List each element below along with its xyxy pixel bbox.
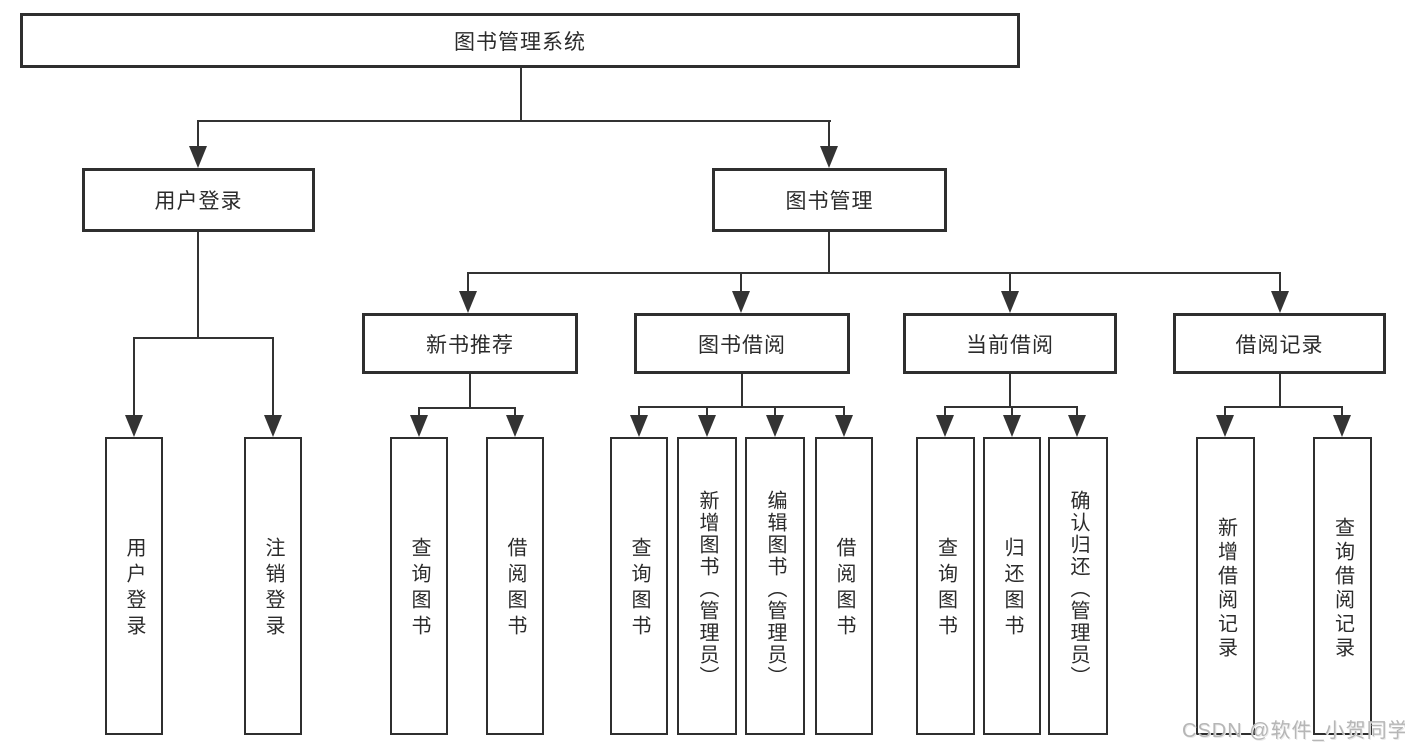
book-mgmt-stem-line (828, 232, 830, 274)
user-login-branch-line (133, 337, 274, 339)
arrowhead-bb-edit (766, 415, 784, 437)
new-book-rec-branch-line (418, 407, 516, 409)
arrowhead-nb-query (410, 415, 428, 437)
arrow-line-book-mgmt (828, 120, 830, 150)
arrowhead-book-borrow (732, 291, 750, 313)
root-branch-line (197, 120, 831, 122)
arrow-line-br-query (1341, 406, 1343, 419)
arrow-line-bb-add (706, 406, 708, 419)
borrow-records-stem-line (1279, 374, 1281, 408)
arrowhead-nb-borrow (506, 415, 524, 437)
node-br-query-record: 查询借阅记录 (1313, 437, 1372, 735)
node-current-borrow: 当前借阅 (903, 313, 1117, 374)
arrow-line-ul-user-login (133, 337, 135, 419)
user-login-stem-line (197, 232, 199, 339)
arrow-line-new-book-rec (467, 272, 469, 296)
node-cb-return-books: 归还图书 (983, 437, 1041, 735)
node-nb-query-books: 查询图书 (390, 437, 448, 735)
arrow-line-user-login (197, 120, 199, 150)
arrowhead-ul-logout (264, 415, 282, 437)
node-cb-query-books: 查询图书 (916, 437, 975, 735)
arrowhead-br-add (1216, 415, 1234, 437)
arrow-line-bb-edit (774, 406, 776, 419)
arrow-line-nb-borrow (514, 407, 516, 419)
node-ul-user-login: 用户登录 (105, 437, 163, 735)
arrow-line-ul-logout (272, 337, 274, 419)
node-book-borrow: 图书借阅 (634, 313, 850, 374)
node-book-mgmt: 图书管理 (712, 168, 947, 232)
arrowhead-book-mgmt (820, 146, 838, 168)
node-bb-query-books: 查询图书 (610, 437, 668, 735)
arrow-line-bb-query (638, 406, 640, 419)
arrow-line-nb-query (418, 407, 420, 419)
arrowhead-br-query (1333, 415, 1351, 437)
arrowhead-borrow-records (1271, 291, 1289, 313)
node-bb-add-books: 新增图书（管理员） (677, 437, 737, 735)
arrowhead-current-borrow (1001, 291, 1019, 313)
node-user-login: 用户登录 (82, 168, 315, 232)
arrowhead-bb-add (698, 415, 716, 437)
book-borrow-branch-line (638, 406, 844, 408)
arrowhead-new-book-rec (459, 291, 477, 313)
arrowhead-bb-borrow (835, 415, 853, 437)
arrow-line-cb-query (944, 406, 946, 419)
book-mgmt-branch-line (467, 272, 1281, 274)
borrow-records-branch-line (1224, 406, 1343, 408)
arrow-line-br-add (1224, 406, 1226, 419)
arrow-line-bb-borrow (843, 406, 845, 419)
node-cb-confirm-return: 确认归还（管理员） (1048, 437, 1108, 735)
node-ul-logout: 注销登录 (244, 437, 302, 735)
arrow-line-current-borrow (1009, 272, 1011, 296)
node-bb-edit-books: 编辑图书（管理员） (745, 437, 805, 735)
arrowhead-user-login (189, 146, 207, 168)
book-borrow-stem-line (741, 374, 743, 408)
arrowhead-bb-query (630, 415, 648, 437)
watermark: CSDN @软件_小贺同学 (1182, 720, 1405, 742)
arrow-line-borrow-records (1279, 272, 1281, 296)
node-borrow-records: 借阅记录 (1173, 313, 1386, 374)
arrow-line-cb-confirm (1076, 406, 1078, 419)
new-book-rec-stem-line (469, 374, 471, 409)
arrowhead-ul-user-login (125, 415, 143, 437)
arrowhead-cb-return (1003, 415, 1021, 437)
node-new-book-rec: 新书推荐 (362, 313, 578, 374)
arrow-line-cb-return (1011, 406, 1013, 419)
current-borrow-stem-line (1009, 374, 1011, 408)
arrowhead-cb-confirm (1068, 415, 1086, 437)
node-bb-borrow-books: 借阅图书 (815, 437, 873, 735)
node-br-add-record: 新增借阅记录 (1196, 437, 1255, 735)
node-nb-borrow-books: 借阅图书 (486, 437, 544, 735)
node-root: 图书管理系统 (20, 13, 1020, 68)
arrow-line-book-borrow (740, 272, 742, 296)
root-stem-line (520, 68, 522, 121)
arrowhead-cb-query (936, 415, 954, 437)
